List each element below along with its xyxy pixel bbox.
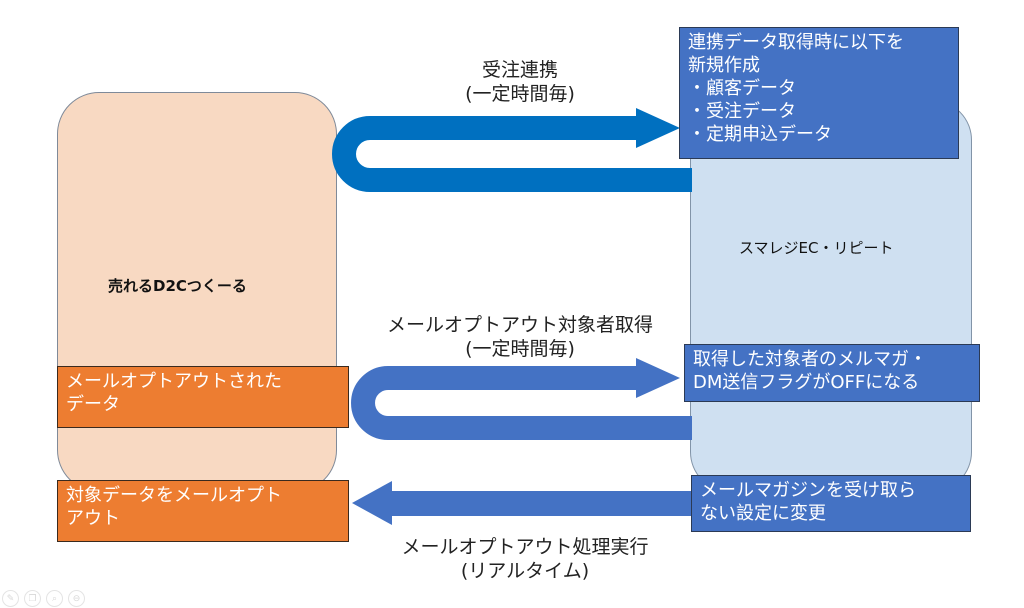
system-d2c-label: 売れるD2Cつくーる <box>108 277 247 295</box>
box-optout-source: メールオプトアウトされた データ <box>57 366 349 428</box>
box-line: データ <box>66 394 120 415</box>
flow-label-order-sync-title: 受注連携 <box>481 59 558 81</box>
box-line: ・受注データ <box>688 101 796 122</box>
box-line: メールマガジンを受け取ら <box>700 480 916 501</box>
box-optout-target: 対象データをメールオプト アウト <box>57 480 349 542</box>
box-line: ・定期申込データ <box>688 124 832 145</box>
system-smaregi-label: スマレジEC・リピート <box>739 239 894 257</box>
flow-label-optout-fetch: メールオプトアウト対象者取得 (一定時間毎) <box>350 313 690 361</box>
zoom-icon[interactable]: ⌕ <box>46 590 63 607</box>
flow-label-optout-exec-title: メールオプトアウト処理実行 <box>401 536 649 558</box>
flow-label-optout-fetch-interval: (一定時間毎) <box>465 338 575 360</box>
copy-icon[interactable]: ❐ <box>24 590 41 607</box>
box-line: 新規作成 <box>688 55 760 76</box>
box-line: メールオプトアウトされた <box>66 371 282 392</box>
system-smaregi-ec-repeat: スマレジEC・リピート <box>690 100 972 492</box>
flow-label-order-sync: 受注連携 (一定時間毎) <box>430 58 610 106</box>
box-line: 連携データ取得時に以下を <box>688 32 904 53</box>
flow-arrow-optout-exec <box>388 491 692 516</box>
flow-arrow-optout-fetch <box>351 366 692 440</box>
box-line: アウト <box>66 508 120 529</box>
box-line: ない設定に変更 <box>700 503 826 524</box>
flow-label-order-sync-interval: (一定時間毎) <box>465 83 575 105</box>
box-flag-off: 取得した対象者のメルマガ・ DM送信フラグがOFFになる <box>684 344 980 402</box>
flow-arrow-optout-exec-head <box>352 481 392 525</box>
flow-label-optout-exec: メールオプトアウト処理実行 (リアルタイム) <box>365 535 685 583</box>
more-icon[interactable]: ⊖ <box>68 590 85 607</box>
box-line: 対象データをメールオプト <box>66 485 282 506</box>
box-order-sync-result: 連携データ取得時に以下を 新規作成 ・顧客データ ・受注データ ・定期申込データ <box>679 27 959 159</box>
viewer-toolbar: ✎ ❐ ⌕ ⊖ <box>2 590 85 607</box>
flow-label-optout-exec-timing: (リアルタイム) <box>460 560 590 582</box>
box-line: 取得した対象者のメルマガ・ <box>693 349 927 370</box>
pencil-icon[interactable]: ✎ <box>2 590 19 607</box>
flow-arrow-order-sync-head <box>636 108 680 148</box>
flow-arrow-order-sync <box>332 116 692 192</box>
flow-arrow-optout-fetch-head <box>636 358 680 398</box>
box-line: DM送信フラグがOFFになる <box>693 372 920 393</box>
flow-label-optout-fetch-title: メールオプトアウト対象者取得 <box>386 314 653 336</box>
box-line: ・顧客データ <box>688 78 796 99</box>
box-newsletter-setting: メールマガジンを受け取ら ない設定に変更 <box>691 475 971 532</box>
